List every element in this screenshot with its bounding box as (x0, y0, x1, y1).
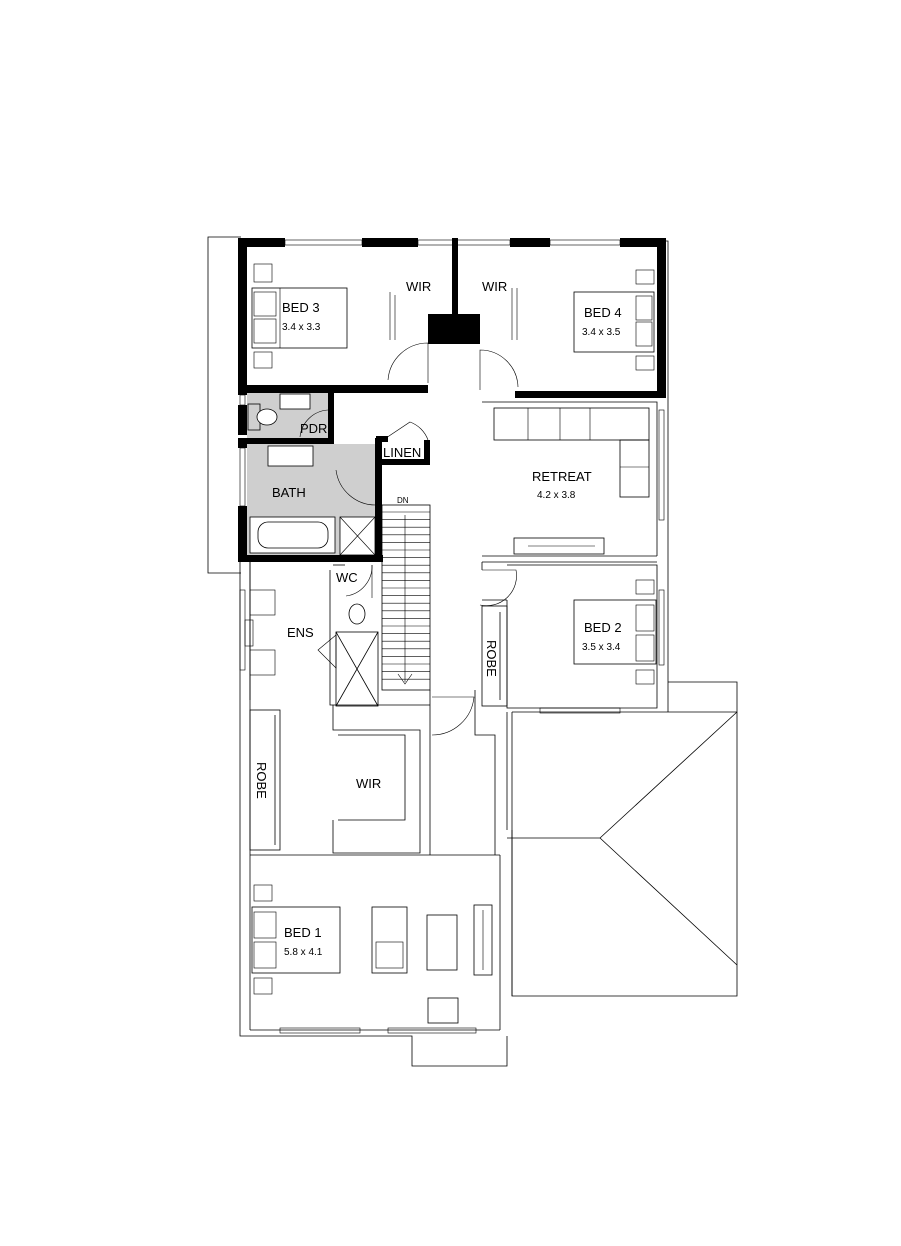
stair-arrow (397, 515, 413, 685)
bed1-name: BED 1 (284, 925, 322, 940)
robe-bed1-label: ROBE (254, 762, 269, 799)
robe-bed2-label: ROBE (484, 640, 499, 677)
bed3-name: BED 3 (282, 300, 320, 315)
doors (299, 342, 519, 736)
bed2-size: 3.5 x 3.4 (582, 642, 621, 653)
bed4-size: 3.4 x 3.5 (582, 327, 621, 338)
heavy-walls (238, 238, 666, 562)
bed1-size: 5.8 x 4.1 (284, 947, 323, 958)
wir-left-label: WIR (406, 279, 431, 294)
wet-areas (247, 393, 376, 556)
bed4-name: BED 4 (584, 305, 622, 320)
stair-dn-label: DN (397, 496, 409, 505)
ens-label: ENS (287, 625, 314, 640)
room-labels: BED 3 3.4 x 3.3 WIR WIR BED 4 3.4 x 3.5 … (254, 279, 622, 958)
bed3-size: 3.4 x 3.3 (282, 322, 321, 333)
furniture (244, 263, 657, 1024)
light-walls (249, 401, 658, 856)
roof-lines (506, 711, 738, 996)
linen-label: LINEN (383, 445, 421, 460)
wir-right-label: WIR (482, 279, 507, 294)
stair-treads (382, 511, 430, 680)
wc-label: WC (336, 570, 358, 585)
pdr-label: PDR (300, 421, 327, 436)
wir-bed1-label: WIR (356, 776, 381, 791)
bed2-name: BED 2 (584, 620, 622, 635)
retreat-name: RETREAT (532, 469, 592, 484)
retreat-size: 4.2 x 3.8 (537, 490, 576, 501)
bath-label: BATH (272, 485, 306, 500)
